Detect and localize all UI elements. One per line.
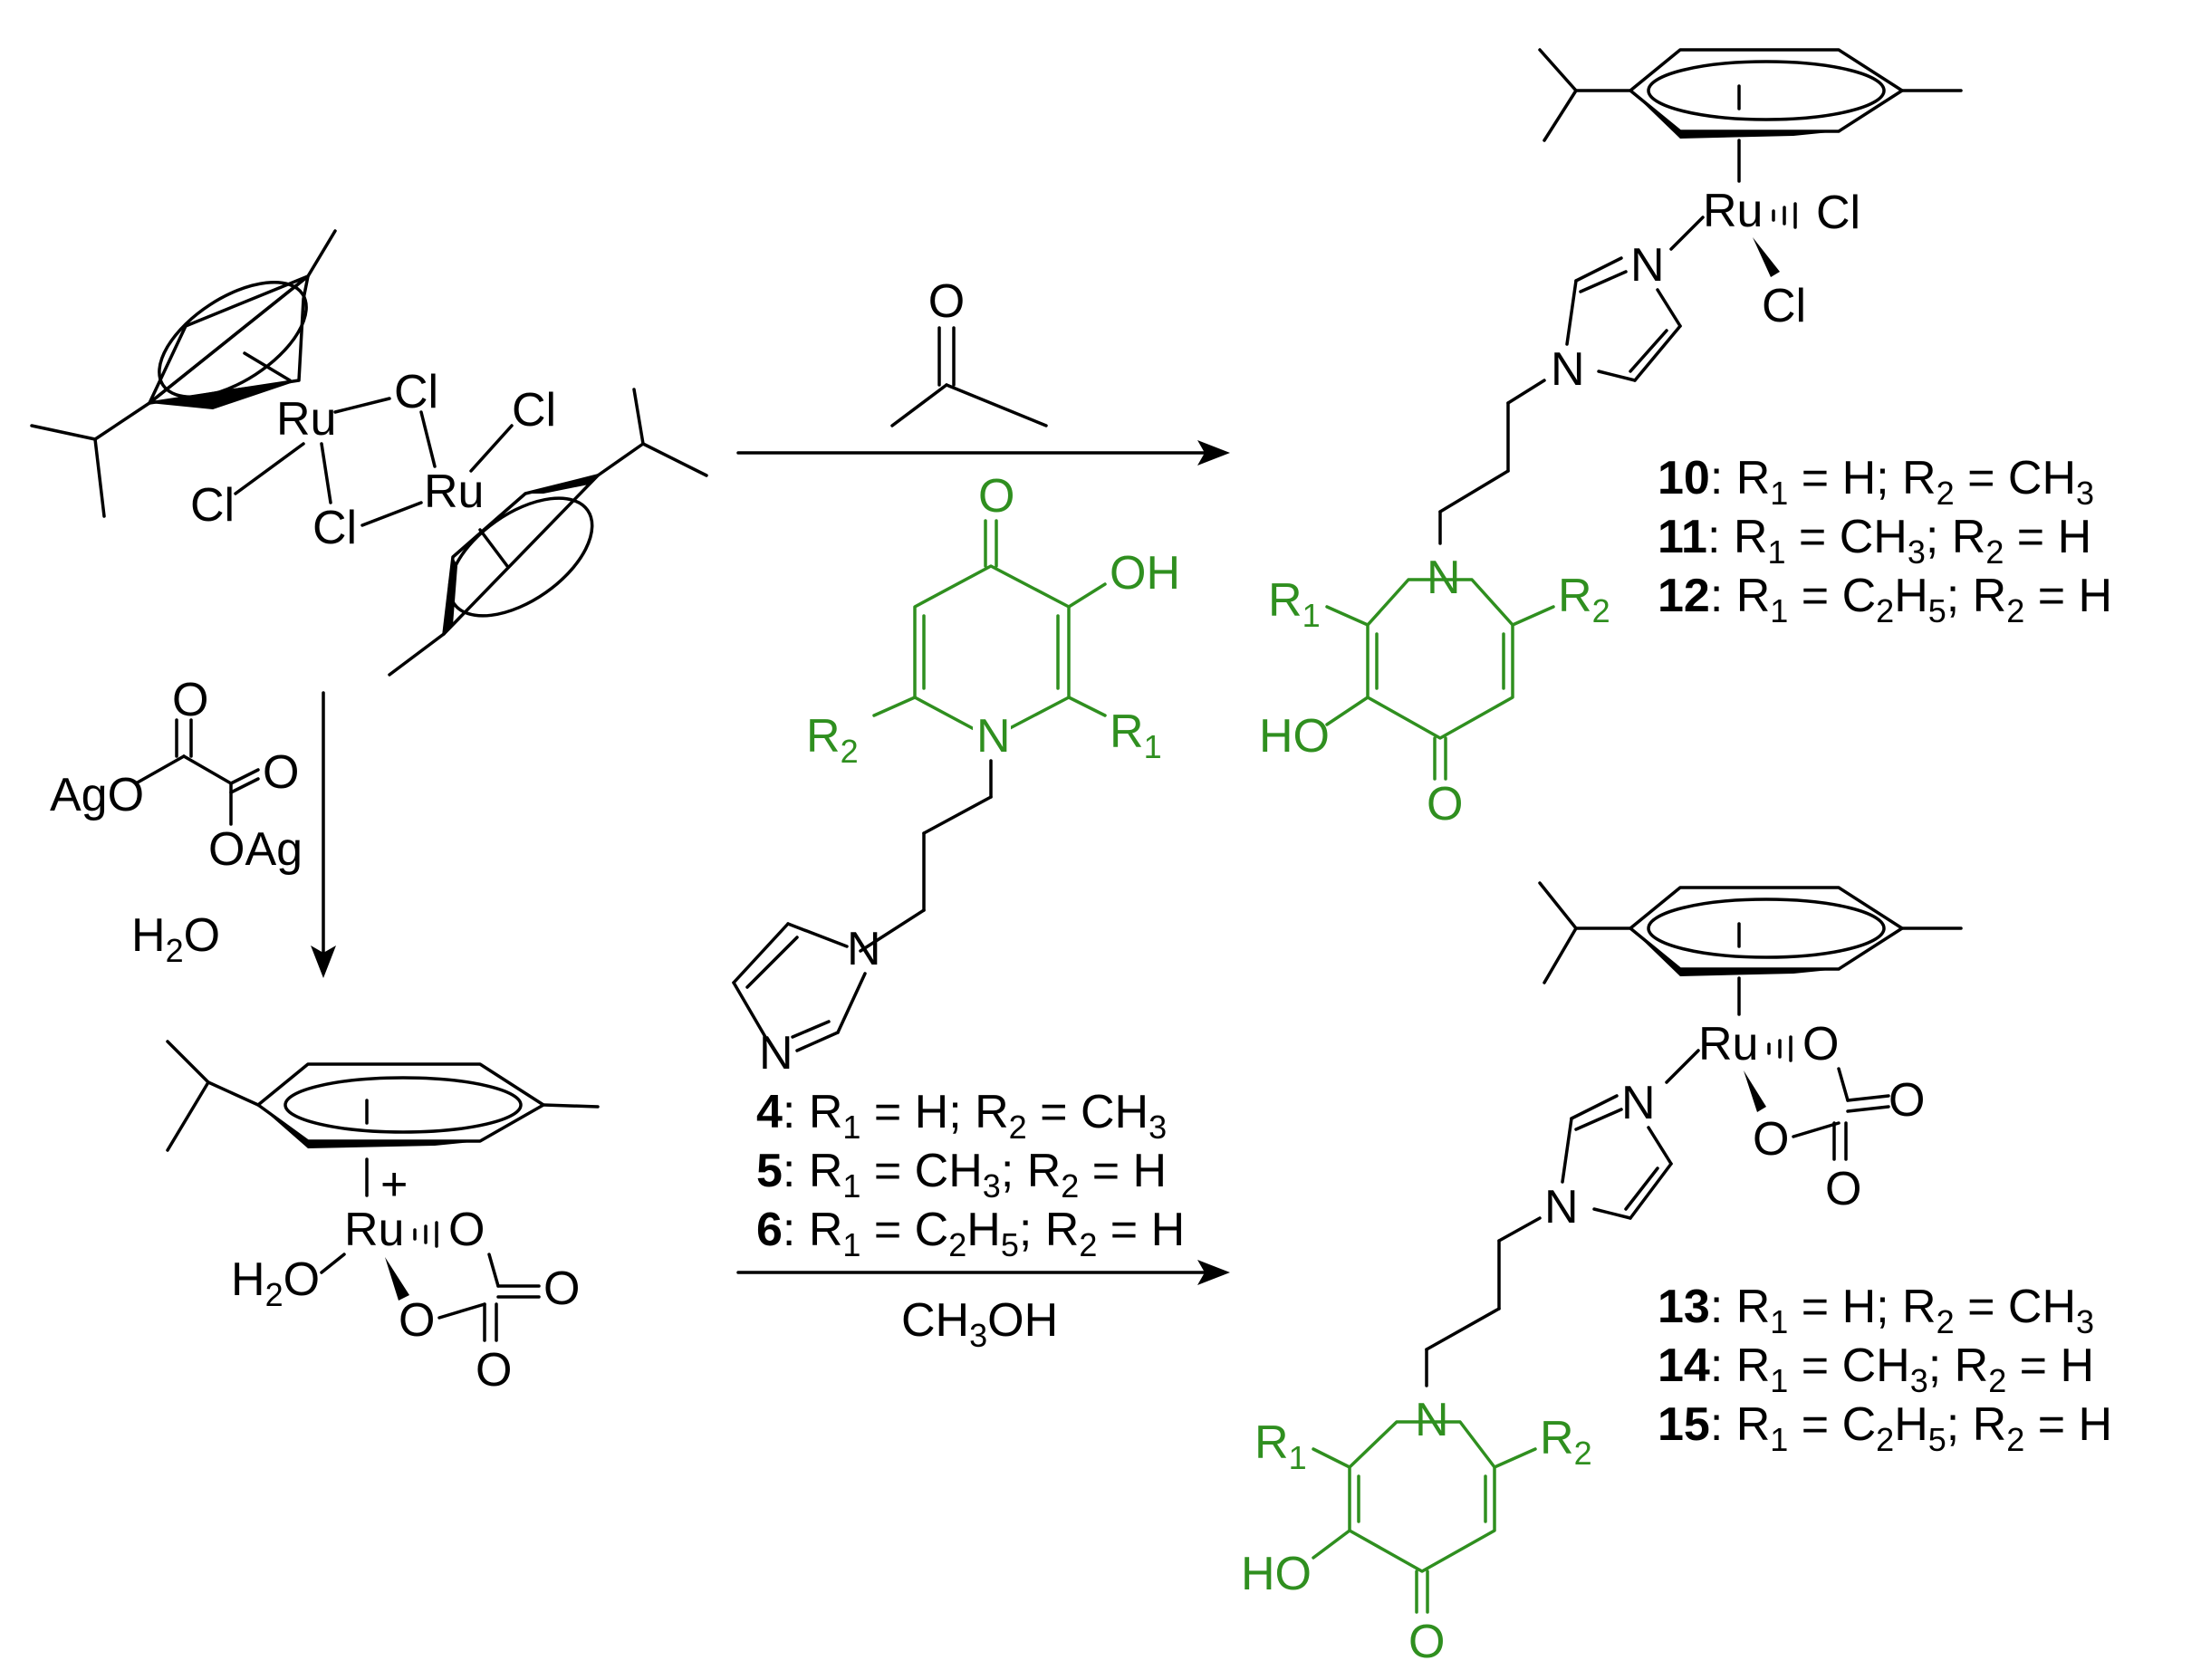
cl-bridge-bottom: Cl (312, 502, 357, 554)
imidazole-pyridinone-ligand: O OH N R2 R1 N N (732, 470, 1180, 1080)
o-ag-label: OAg (208, 823, 303, 876)
ligand-ring-n: N (976, 710, 1011, 763)
ru-chlorido-label: Ru (1703, 185, 1763, 237)
arrow-down-head (311, 946, 336, 978)
ligand-6: 6: R1 = C2H5; R2 = H (756, 1204, 1185, 1263)
product-r2-top: R2 (1558, 570, 1610, 629)
product-hydroxyl-bottom: HO (1241, 1548, 1312, 1600)
imid-n3-bottom: N (1621, 1077, 1656, 1129)
silver-oxalate: O O AgO OAg H2O (50, 674, 303, 969)
ru2-label: Ru (424, 466, 484, 518)
ru-oxalato-label: Ru (1698, 1018, 1758, 1070)
ox-o3: O (543, 1262, 580, 1315)
reaction-arrows (311, 440, 1230, 1285)
acetone: O (890, 275, 1048, 427)
compound-15: 15: R1 = C2H5; R2 = H (1658, 1398, 2112, 1458)
acetone-oxygen: O (928, 275, 965, 328)
compound-12: 12: R1 = C2H5; R2 = H (1658, 570, 2112, 629)
ligand-carbonyl-o: O (978, 470, 1014, 523)
ruthenium-dimer: Ru Cl Cl Cl Cl Ru (30, 229, 708, 677)
cl-terminal-right: Cl (512, 384, 556, 437)
ligand-r1: R1 (1110, 706, 1162, 765)
chlorido-list: 10: R1 = H; R2 = CH3 11: R1 = CH3; R2 = … (1658, 452, 2112, 629)
imid-n1-top: N (1551, 343, 1585, 396)
methanol-solvent: CH3OH (901, 1294, 1058, 1354)
cl-terminal-left: Cl (190, 479, 235, 532)
ru1-label: Ru (276, 393, 336, 446)
chlorido-complex: Ru Cl Cl N N N R1 R2 HO O (1259, 48, 1963, 830)
ligand-imid-n1: N (847, 923, 881, 975)
ligand-list: 4: R1 = H; R2 = CH3 5: R1 = CH3; R2 = H … (756, 1086, 1185, 1354)
ox-b-o2: O (1753, 1113, 1789, 1166)
product-hydroxyl-top: HO (1259, 710, 1330, 763)
cl-bridge-top: Cl (394, 366, 438, 418)
compound-11: 11: R1 = CH3; R2 = H (1658, 511, 2091, 571)
cl-2: Cl (1762, 280, 1806, 332)
compound-14: 14: R1 = CH3; R2 = H (1658, 1339, 2094, 1399)
ox-b-o1: O (1802, 1018, 1839, 1070)
ag-o-label: AgO (50, 769, 144, 821)
aqua-oxalato-complex: + Ru O H2O O O O (166, 1040, 600, 1397)
product-carbonyl-top: O (1427, 778, 1463, 830)
ru-aqua-label: Ru (344, 1204, 404, 1256)
ox-o2: O (399, 1294, 435, 1347)
oxalate-o-top: O (172, 674, 208, 726)
ox-o1: O (448, 1204, 485, 1256)
product-ring-n-bottom: N (1415, 1394, 1449, 1446)
arrow-top-head (1197, 440, 1230, 466)
oxalate-o-right: O (263, 746, 299, 799)
imid-n1-bottom: N (1544, 1181, 1579, 1234)
product-ring-n-top: N (1427, 552, 1461, 604)
ligand-5: 5: R1 = CH3; R2 = H (756, 1145, 1167, 1205)
product-carbonyl-bottom: O (1408, 1616, 1445, 1668)
aqua-ligand: H2O (231, 1253, 320, 1313)
product-r1-bottom: R1 (1254, 1416, 1307, 1476)
water-reagent: H2O (131, 909, 220, 969)
ox-b-o4: O (1825, 1163, 1861, 1215)
ox-b-o3: O (1889, 1074, 1925, 1127)
ox-o4: O (476, 1344, 512, 1397)
imid-n3-top: N (1630, 239, 1665, 292)
cl-1: Cl (1816, 187, 1860, 239)
ligand-r2: R2 (806, 710, 859, 770)
oxalato-complex: Ru O O O O N N N R1 R2 (1241, 881, 1963, 1668)
compound-13: 13: R1 = H; R2 = CH3 (1658, 1281, 2094, 1340)
cation-charge: + (380, 1158, 408, 1211)
oxalato-list: 13: R1 = H; R2 = CH3 14: R1 = CH3; R2 = … (1658, 1281, 2112, 1458)
product-r1-top: R1 (1268, 574, 1321, 634)
ligand-hydroxyl: OH (1110, 547, 1180, 600)
ligand-4: 4: R1 = H; R2 = CH3 (756, 1086, 1167, 1146)
compound-10: 10: R1 = H; R2 = CH3 (1658, 452, 2094, 512)
arrow-bottom-head (1197, 1260, 1230, 1285)
product-r2-bottom: R2 (1540, 1412, 1592, 1472)
